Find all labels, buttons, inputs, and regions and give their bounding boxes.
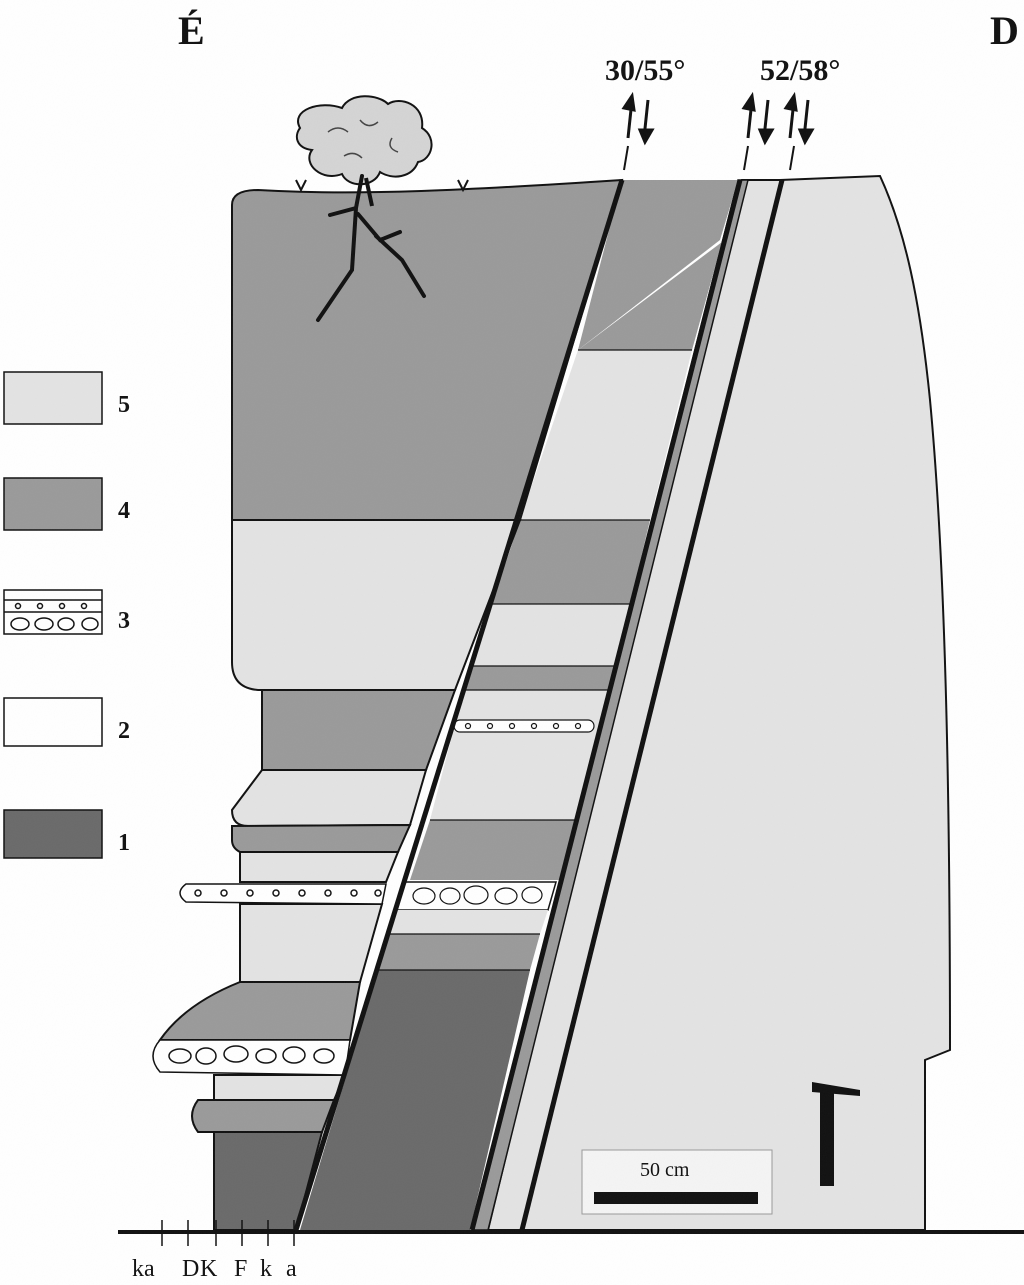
legend-label-4: 4 (118, 498, 130, 524)
scale-bar-label: 50 cm (640, 1159, 690, 1181)
base-label-a: a (286, 1256, 297, 1282)
fault-label-2: 52/58° (760, 54, 840, 87)
scale-bar: 50 cm (581, 1149, 773, 1215)
fault-label-1: 30/55° (605, 54, 685, 87)
compass-left-label: É (178, 8, 205, 53)
legend-swatch-5 (3, 371, 103, 425)
legend-label-5: 5 (118, 392, 130, 418)
legend-label-2: 2 (118, 718, 130, 744)
legend-swatch-4 (3, 477, 103, 531)
base-label-k-upper: K (200, 1256, 218, 1282)
grass-ticks (295, 179, 469, 193)
base-label-k: k (260, 1256, 272, 1282)
base-label-d: D (182, 1256, 199, 1282)
legend-label-1: 1 (118, 830, 130, 856)
fault-arrows-1 (621, 91, 655, 171)
compass-right-label: D (990, 8, 1019, 53)
legend-label-3: 3 (118, 608, 130, 634)
legend-swatch-3 (3, 589, 103, 635)
fault-arrows-2 (741, 91, 815, 171)
base-label-ka: ka (132, 1256, 155, 1282)
legend-swatch-2 (3, 697, 103, 747)
base-label-f: F (234, 1256, 247, 1282)
legend-swatch-1 (3, 809, 103, 859)
legend: 5 4 3 2 1 (3, 371, 130, 859)
